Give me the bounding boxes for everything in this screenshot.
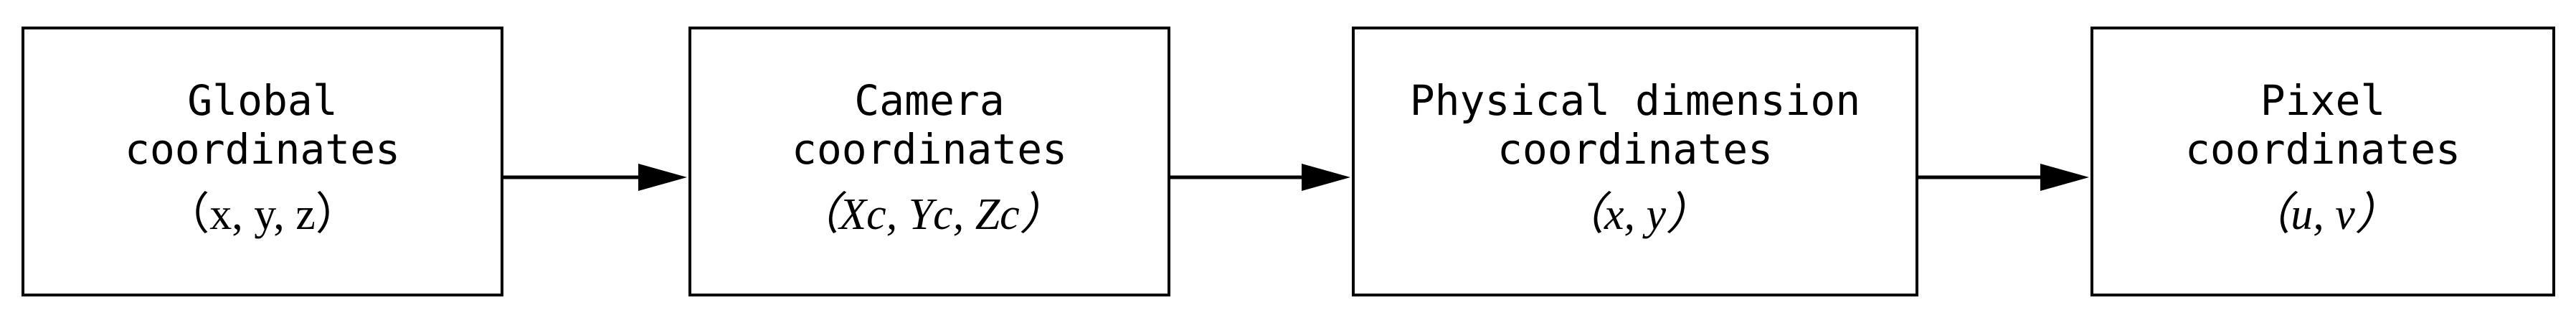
- box-label-line-2: coordinates: [791, 125, 1068, 174]
- physical-dimension-coordinates-box: Physical dimension coordinates （x, y）: [1352, 27, 1918, 296]
- box-label-line-2: coordinates: [2184, 125, 2461, 174]
- global-coordinates-box: Global coordinates （x, y, z）: [22, 27, 503, 296]
- pixel-coordinates-box: Pixel coordinates （u, v）: [2090, 27, 2555, 296]
- box-label-line-1: Camera: [854, 76, 1005, 125]
- camera-coordinates-box: Camera coordinates （Xc, Yc, Zc）: [688, 27, 1170, 296]
- box-coordinates: （Xc, Yc, Zc）: [795, 190, 1064, 239]
- arrow-physical-to-pixel: [1918, 164, 2089, 191]
- box-label-line-2: coordinates: [1497, 125, 1774, 174]
- arrow-global-to-camera: [503, 164, 687, 191]
- arrow-camera-to-physical: [1170, 164, 1350, 191]
- box-coordinates: （x, y, z）: [165, 190, 360, 239]
- box-coordinates: （x, y）: [1559, 190, 1711, 239]
- box-label-line-2: coordinates: [124, 125, 401, 174]
- box-coordinates: （u, v）: [2246, 190, 2400, 239]
- box-label-line-1: Global: [187, 76, 338, 125]
- box-label-line-1: Physical dimension: [1409, 76, 1861, 125]
- box-label-line-1: Pixel: [2260, 76, 2386, 125]
